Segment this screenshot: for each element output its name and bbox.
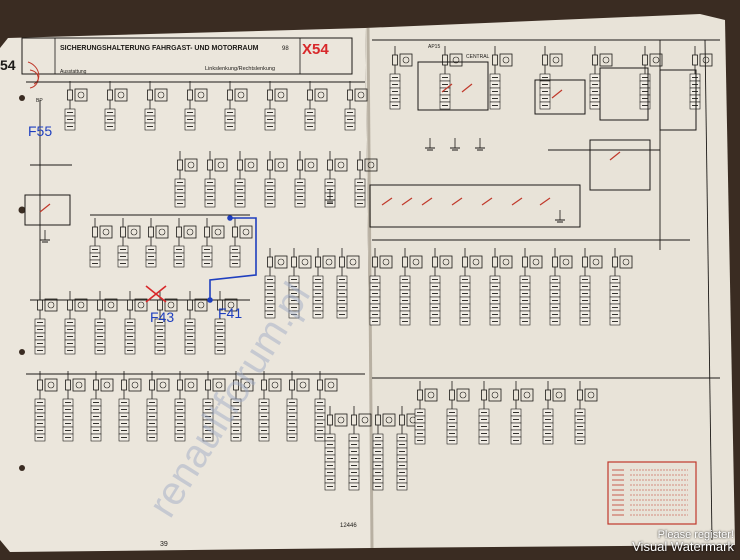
label-f43: F43	[150, 309, 174, 325]
relay-bp: BP	[36, 98, 43, 104]
header-note: Ausstattung	[60, 69, 87, 75]
visual-watermark: Please register! Visual Watermark	[632, 529, 734, 553]
footer-page-number: 39	[160, 541, 168, 548]
label-f55: F55	[28, 123, 52, 139]
label-f41: F41	[218, 305, 242, 321]
relay-ap15: AP15	[428, 44, 440, 50]
header-ref: 98	[282, 46, 289, 52]
chapter-code: X54	[302, 41, 329, 58]
relay-central: CENTRAL	[466, 54, 490, 60]
page-code: 54	[0, 57, 16, 73]
page-title: SICHERUNGSHALTERUNG FAHRGAST- UND MOTORR…	[60, 45, 259, 52]
header-subtitle: Linkslenkung/Rechtslenkung	[205, 66, 275, 72]
footer-doc-number: 12446	[340, 523, 357, 529]
watermark-line-2: Visual Watermark	[632, 541, 734, 553]
